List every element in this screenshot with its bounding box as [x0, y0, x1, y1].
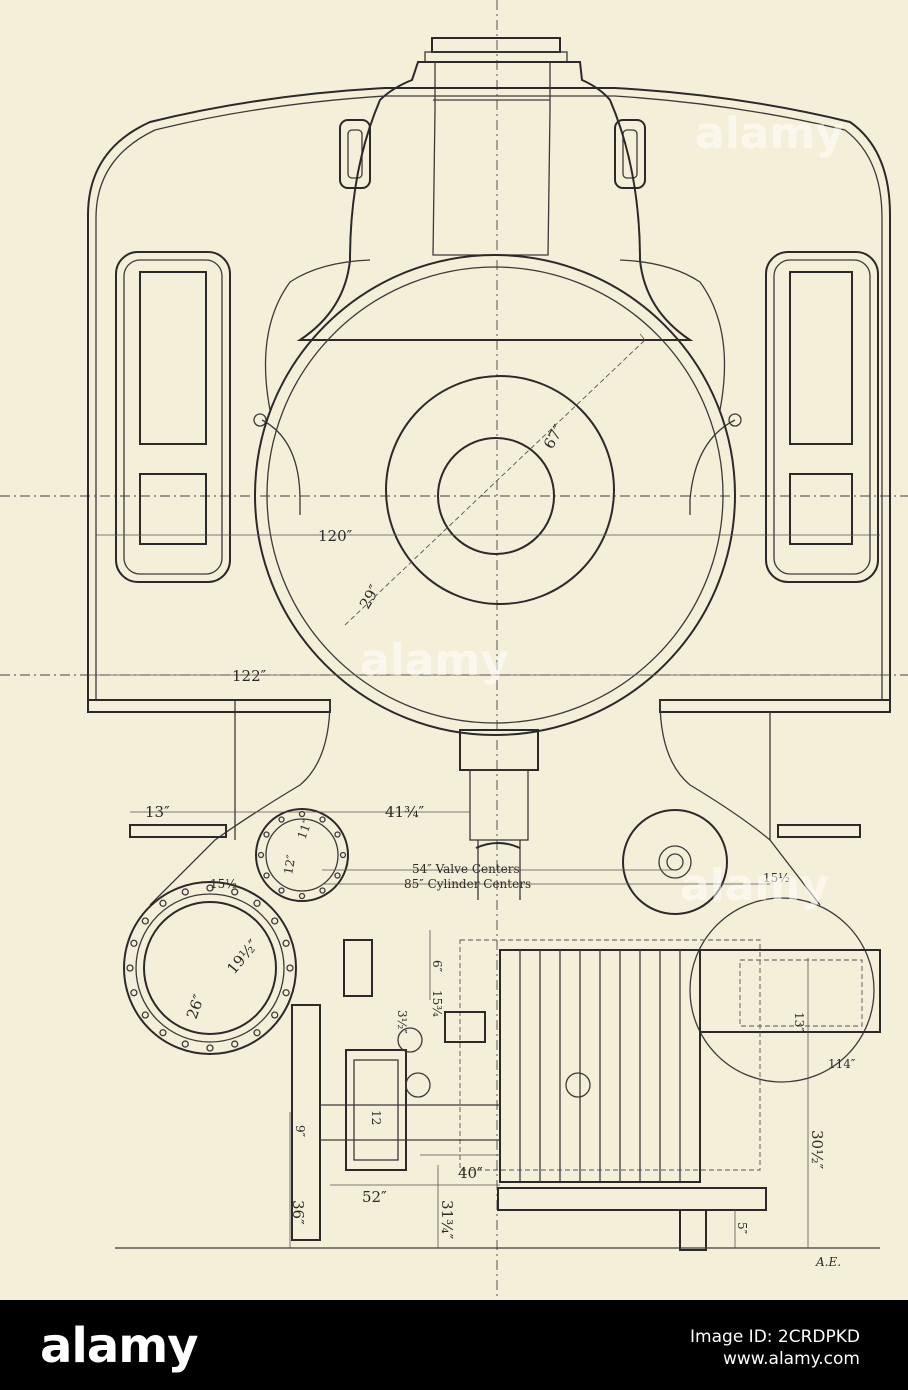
dim-11: 11″ — [295, 817, 315, 841]
left-valve-chest — [255, 808, 349, 902]
left-cab-window — [115, 251, 231, 583]
dim-13b: 13″ — [792, 1012, 806, 1032]
right-cylinder-outline — [689, 897, 875, 1083]
cylinder-bolt — [206, 884, 214, 892]
draftsman-signature: A.E. — [815, 1255, 841, 1269]
valve-chest-bolt — [319, 887, 326, 894]
dimension-lines — [88, 534, 890, 1248]
cylinder-bolt — [206, 1044, 214, 1052]
cylinder-bolt — [286, 964, 294, 972]
dim-15-left: 15½ — [210, 877, 237, 891]
cylinder-bolt — [130, 939, 138, 947]
cylinder-bolt — [141, 917, 149, 925]
dim-41: 41¾″ — [385, 803, 425, 821]
locomotive-front-elevation-drawing: 67″ 120″ 29″ 122″ 13″ 41¾″ 54″ Valve Cen… — [0, 0, 908, 1300]
cylinder-bolt — [271, 1011, 279, 1019]
right-cab-window — [765, 251, 879, 583]
cylinder-bolt — [141, 1011, 149, 1019]
cylinder-bolt — [181, 1040, 189, 1048]
image-id-text: Image ID: 2CRDPKD — [690, 1327, 860, 1347]
cylinder-bolt — [159, 899, 167, 907]
alamy-logo: alamy — [40, 1318, 199, 1374]
dim-15-right: 15½ — [763, 871, 790, 885]
valve-chest-bolt — [319, 816, 326, 823]
valve-chest-bolt — [334, 872, 341, 879]
cylinder-bolt — [282, 989, 290, 997]
valve-chest-bolt — [298, 892, 306, 900]
cylinder-bolt — [231, 1040, 239, 1048]
dim-6: 6″ — [430, 960, 444, 973]
dim-114: 114″ — [828, 1057, 856, 1071]
watermark-top-right: alamy — [695, 108, 844, 159]
dim-5: 5″ — [735, 1222, 749, 1235]
right-marker-lamp — [614, 119, 646, 189]
dim-9: 9″ — [293, 1125, 307, 1138]
cylinder-bolt — [126, 964, 134, 972]
valve-chest-bolt — [278, 887, 285, 894]
right-handrail — [619, 259, 726, 411]
dim-122: 122″ — [232, 667, 267, 685]
stock-footer: alamy Image ID: 2CRDPKD www.alamy.com — [0, 1300, 908, 1390]
dim-12: 12″ — [281, 853, 298, 875]
truck-wheel — [291, 1004, 321, 1241]
cylinder-bolt — [130, 989, 138, 997]
valve-chest-bolt — [334, 831, 341, 838]
footer-info: Image ID: 2CRDPKD www.alamy.com — [690, 1326, 860, 1370]
dim-15b: 15¾ — [430, 990, 444, 1017]
cylinder-bolt — [253, 899, 261, 907]
dim-3: 3½″ — [395, 1010, 409, 1034]
cylinder-bolt — [282, 939, 290, 947]
smokebox-front — [254, 254, 736, 736]
watermark-right: alamy — [680, 860, 829, 911]
cylinder-bolt — [181, 888, 189, 896]
watermark-center: alamy — [360, 635, 509, 686]
left-cylinder-head — [123, 881, 297, 1055]
watermark-overlay: alamy alamy alamy — [360, 108, 844, 911]
dim-52: 52″ — [362, 1188, 387, 1206]
left-handrail — [264, 259, 371, 411]
valve-chest-bolt — [339, 851, 347, 859]
pilot-slats — [519, 950, 681, 1182]
dim-120: 120″ — [318, 527, 353, 545]
dim-cylinder-centers: 85″ Cylinder Centers — [404, 877, 531, 891]
cylinder-bolt — [159, 1029, 167, 1037]
dim-30: 30½″ — [808, 1130, 826, 1170]
valve-chest-bolt — [263, 831, 270, 838]
journal-box — [345, 1049, 407, 1171]
dimension-labels: 67″ 120″ 29″ 122″ 13″ 41¾″ 54″ Valve Cen… — [145, 421, 856, 1269]
valve-chest-bolt — [263, 872, 270, 879]
dim-40: 40″ — [458, 1164, 483, 1182]
dim-31: 31¾″ — [438, 1200, 456, 1240]
cylinder-bolt — [253, 1029, 261, 1037]
cab-outline — [87, 87, 891, 700]
cylinder-bolt — [271, 917, 279, 925]
dim-valve-centers: 54″ Valve Centers — [412, 862, 520, 876]
dim-12b: 12 — [369, 1110, 383, 1125]
valve-chest-bolt — [298, 810, 306, 818]
site-url-text: www.alamy.com — [722, 1349, 860, 1369]
valve-chest-bolt — [257, 851, 265, 859]
dim-36: 36″ — [289, 1200, 307, 1225]
cylinder-bolt — [231, 888, 239, 896]
valve-chest-bolt — [278, 816, 285, 823]
dim-13a: 13″ — [145, 803, 170, 821]
